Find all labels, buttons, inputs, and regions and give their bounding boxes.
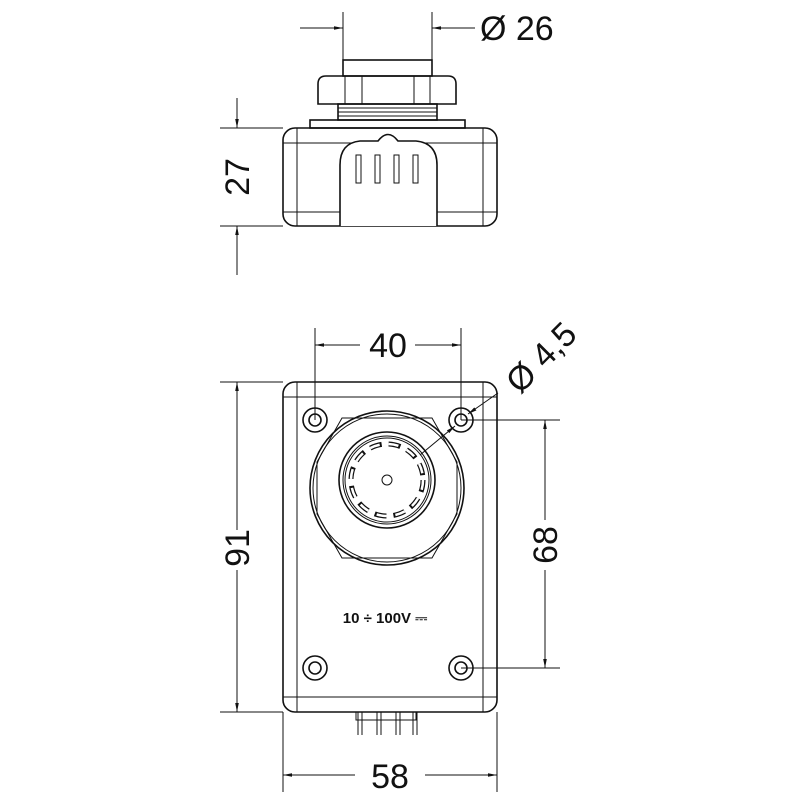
connector-pins [355,154,419,184]
dimension-hole-spacing-height: 68 [527,526,565,564]
mounting-holes [302,407,474,681]
dimension-hole-diameter: Ø 4,5 [499,315,585,401]
dimension-total-width: 58 [371,758,409,796]
bottom-pins [355,711,418,735]
round-connector [309,410,465,566]
dimension-total-height: 91 [219,529,257,567]
dimension-top-height: 27 [219,158,257,196]
dimension-hole-spacing-width: 40 [369,327,407,365]
dimension-top-diameter: Ø 26 [480,10,554,48]
front-view: 10 ÷ 100V ⎓ [282,381,498,735]
voltage-label: 10 ÷ 100V ⎓ [343,610,427,627]
side-view [282,59,498,227]
